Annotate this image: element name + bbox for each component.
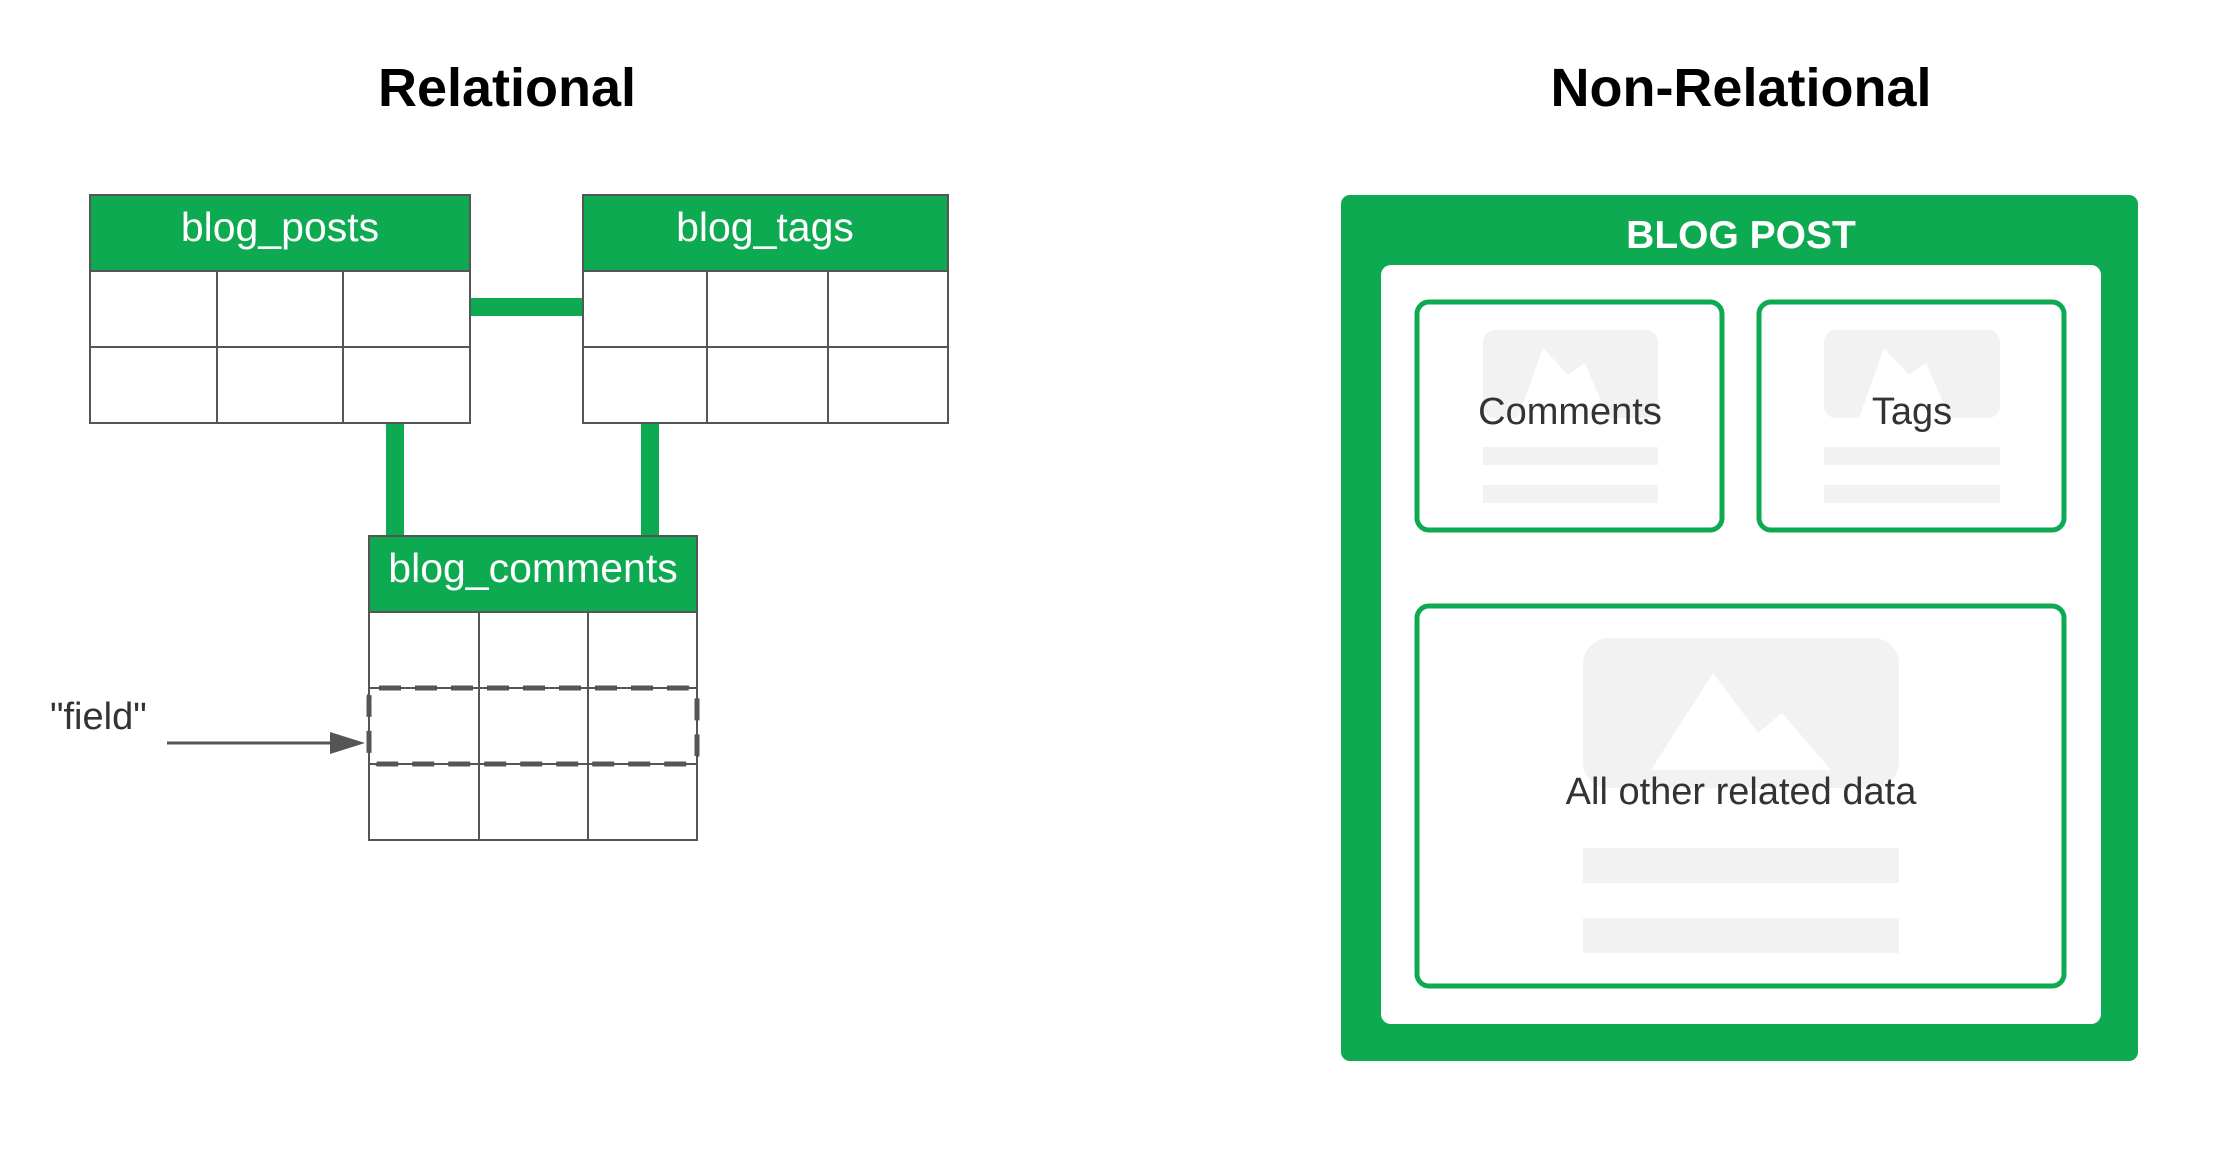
table-cell <box>216 270 344 348</box>
table-cell <box>216 346 344 424</box>
table-header <box>368 535 698 613</box>
table-blog-posts: blog_posts <box>89 194 471 424</box>
blog-post-document: BLOG POST Comments Tags All o <box>1341 195 2138 1061</box>
table-cell <box>587 687 698 765</box>
text-placeholder-line <box>1583 918 1899 953</box>
table-cell <box>368 687 480 765</box>
table-cell <box>582 346 708 424</box>
relational-title: Relational <box>378 58 636 118</box>
table-cell <box>89 346 218 424</box>
table-blog-comments: blog_comments <box>366 535 700 841</box>
table-cell <box>587 763 698 841</box>
table-cell <box>827 346 949 424</box>
table-cell <box>478 611 589 689</box>
table-cell <box>342 346 471 424</box>
table-cell <box>342 270 471 348</box>
table-cell <box>478 687 589 765</box>
text-placeholder-line <box>1824 447 2000 465</box>
blog-post-label: BLOG POST <box>1626 214 1856 257</box>
tags-comments-connector <box>641 423 659 537</box>
non-relational-title: Non-Relational <box>1550 58 1931 118</box>
table-name: blog_tags <box>676 204 854 250</box>
other-data-card-label: All other related data <box>1566 771 1918 813</box>
table-cell <box>706 346 829 424</box>
table-cell <box>587 611 698 689</box>
mountain-icon <box>1859 348 1950 418</box>
comments-card-label: Comments <box>1478 391 1662 433</box>
table-cell <box>582 270 708 348</box>
table-cell <box>89 270 218 348</box>
posts-comments-connector <box>386 423 404 537</box>
table-cell <box>827 270 949 348</box>
field-row-highlight <box>366 685 700 767</box>
comments-card: Comments <box>1414 299 1725 533</box>
card-border <box>1414 603 2067 989</box>
other-data-card: All other related data <box>1414 603 2067 989</box>
text-placeholder-line <box>1824 485 2000 503</box>
field-label: "field" <box>50 696 147 738</box>
text-placeholder-line <box>1483 485 1658 503</box>
mountain-icon <box>1518 348 1608 418</box>
tags-card: Tags <box>1756 299 2067 533</box>
table-cell <box>368 763 480 841</box>
posts-tags-connector <box>470 298 583 316</box>
table-cell <box>706 270 829 348</box>
table-header <box>89 194 471 272</box>
table-cell <box>368 611 480 689</box>
text-placeholder-line <box>1483 447 1658 465</box>
table-name: blog_posts <box>181 204 379 250</box>
table-cell <box>478 763 589 841</box>
table-name: blog_comments <box>388 545 677 591</box>
table-blog-tags: blog_tags <box>582 194 949 424</box>
tags-card-label: Tags <box>1872 391 1952 433</box>
arrow-head-icon <box>330 732 365 754</box>
text-placeholder-line <box>1583 848 1899 883</box>
relationship-connectors <box>386 298 659 537</box>
field-annotation: "field" <box>50 696 365 754</box>
mountain-icon <box>1651 673 1831 770</box>
